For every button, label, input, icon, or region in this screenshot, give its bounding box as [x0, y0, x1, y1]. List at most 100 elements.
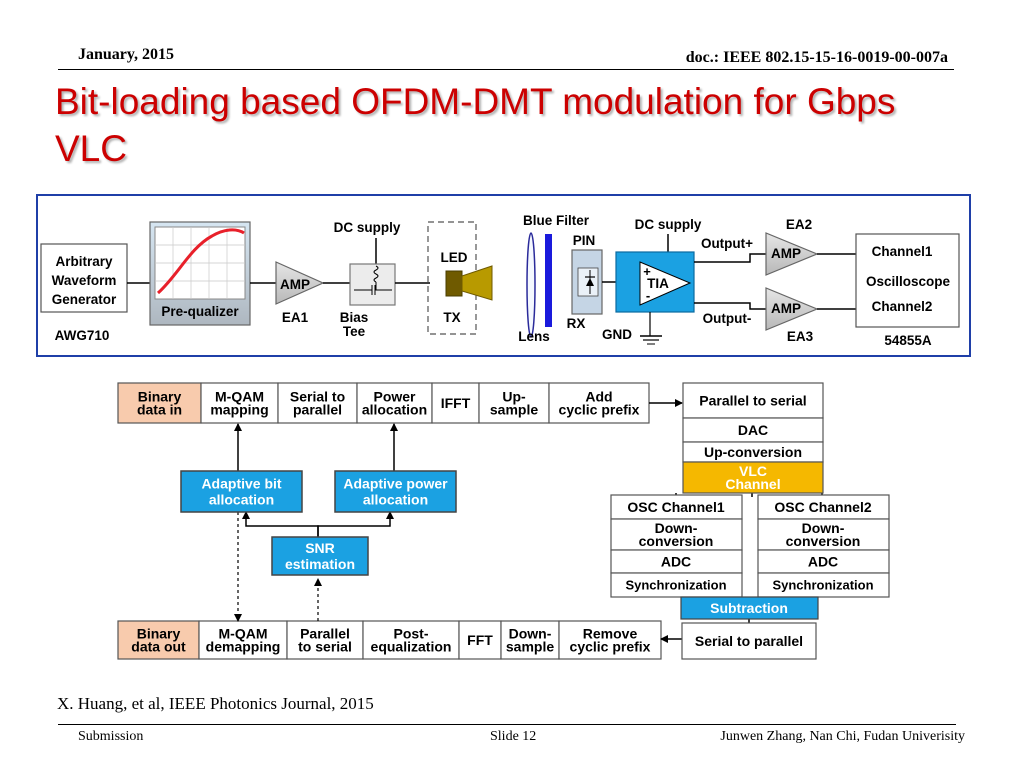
footer-submission: Submission: [78, 729, 144, 744]
tia-label: TIA: [647, 276, 669, 291]
osc1-label-osc-channel1: OSC Channel1: [627, 499, 724, 515]
osc1-box-synchronization: [610, 572, 743, 598]
experimental-setup-frame: [36, 194, 971, 357]
osc2-label-down-conversion: Down-conversion: [786, 520, 861, 549]
rx-label: RX: [567, 316, 586, 331]
rx-box-remove-cyclic-prefix: [558, 620, 662, 660]
arrow-snr-to-adaptbit: [242, 511, 319, 537]
ea1-label: EA1: [282, 310, 309, 325]
stack-label-dac: DAC: [738, 422, 768, 438]
amp-ea2-label: AMP: [771, 246, 801, 261]
stack-label-up-conversion: Up-conversion: [704, 444, 802, 460]
stack-label-parallel-to-serial: Parallel to serial: [699, 392, 806, 408]
stack-box-vlc-channel: [682, 461, 824, 494]
rx-box-fft: [458, 620, 502, 660]
osc2-label-synchronization: Synchronization: [772, 578, 873, 593]
rx-box-parallel-to-serial: [286, 620, 364, 660]
channel1-label: Channel1: [872, 244, 933, 259]
stack-box-parallel-to-serial: [682, 382, 824, 419]
channel2-label: Channel2: [872, 299, 933, 314]
awg-model: AWG710: [55, 328, 110, 343]
inductor-icon: [373, 265, 379, 283]
osc1-label-down-conversion: Down-conversion: [639, 520, 714, 549]
osc1-box-down-conversion: [610, 518, 743, 551]
ea2-label: EA2: [786, 217, 812, 232]
slide-title: Bit-loading based OFDM-DMT modulation fo…: [55, 81, 896, 169]
tx-box-binary-data-in: [117, 382, 202, 424]
scope-model: 54855A: [884, 333, 932, 348]
tx-group: LED TX: [427, 221, 493, 335]
adaptive-bit-box: [180, 470, 303, 513]
prequalizer-group: Pre-qualizer: [149, 221, 251, 326]
arrow-snr-to-adaptpower: [317, 511, 394, 537]
osc1-label-synchronization: Synchronization: [625, 578, 726, 593]
osc2-label-adc: ADC: [808, 553, 838, 569]
amp-ea2-triangle: [765, 232, 819, 276]
tia-minus: -: [646, 288, 650, 303]
oscilloscope-group: Channel1 Oscilloscope Channel2 54855A: [855, 233, 960, 348]
osc2-label-osc-channel2: OSC Channel2: [774, 499, 871, 515]
subtraction-box: [680, 596, 819, 620]
wire-output-plus: [694, 253, 766, 263]
output-plus-label: Output+: [701, 236, 753, 251]
tx-box-add-cyclic-prefix: [548, 382, 650, 424]
pin-label: PIN: [573, 233, 596, 248]
led-body: [445, 270, 463, 297]
prequalizer-curve: [156, 228, 245, 295]
oscilloscope-label: Oscilloscope: [866, 274, 951, 289]
tx-label-ifft: IFFT: [441, 395, 471, 411]
tia-triangle: [639, 261, 692, 306]
prequalizer-label: Pre-qualizer: [161, 304, 239, 319]
header-divider: [58, 69, 954, 70]
serial-to-parallel-rx-box: [681, 622, 817, 660]
output-minus-label: Output-: [703, 311, 752, 326]
header-doc-id: doc.: IEEE 802.15-15-16-0019-00-007a: [685, 49, 948, 66]
snr-estimation-box: [271, 536, 369, 576]
amp-ea1-label: AMP: [280, 277, 310, 292]
led-label: LED: [441, 250, 468, 265]
citation: X. Huang, et al, IEEE Photonics Journal,…: [57, 694, 374, 713]
footer-authors: Junwen Zhang, Nan Chi, Fudan Univerisity: [720, 729, 965, 744]
rx-box-post-equalization: [362, 620, 460, 660]
amp-ea2-group: EA2 AMP: [765, 217, 819, 276]
amp-ea3-triangle: [765, 287, 819, 331]
rx-optics-group: Blue Filter Lens PIN RX: [518, 213, 603, 344]
header-date: January, 2015: [78, 46, 175, 63]
led-reflector-icon: [461, 265, 493, 301]
tx-box-ifft: [431, 382, 480, 424]
gnd-label: GND: [602, 327, 632, 342]
osc2-box-down-conversion: [757, 518, 890, 551]
stack-box-dac: [682, 417, 824, 443]
footer-divider: [58, 724, 956, 725]
lens-icon: [526, 232, 536, 338]
rx-box-down-sample: [500, 620, 560, 660]
osc1-label-adc: ADC: [661, 553, 691, 569]
lens-label: Lens: [518, 329, 550, 344]
tx-box-up-sample: [478, 382, 550, 424]
blue-filter-label: Blue Filter: [523, 213, 590, 228]
awg-box: [40, 243, 128, 313]
oscilloscope-box: [855, 233, 960, 328]
wire-output-minus: [694, 302, 766, 310]
blue-filter-icon: [545, 234, 552, 327]
rx-label-down-sample: Down-sample: [506, 625, 554, 654]
bias-tee-box: [349, 263, 396, 306]
footer-slide-number: Slide 12: [490, 729, 537, 744]
amp-ea3-group: AMP EA3: [765, 287, 819, 344]
serial-to-parallel-rx-label: Serial to parallel: [695, 633, 803, 649]
adaptive-power-box: [334, 470, 457, 513]
